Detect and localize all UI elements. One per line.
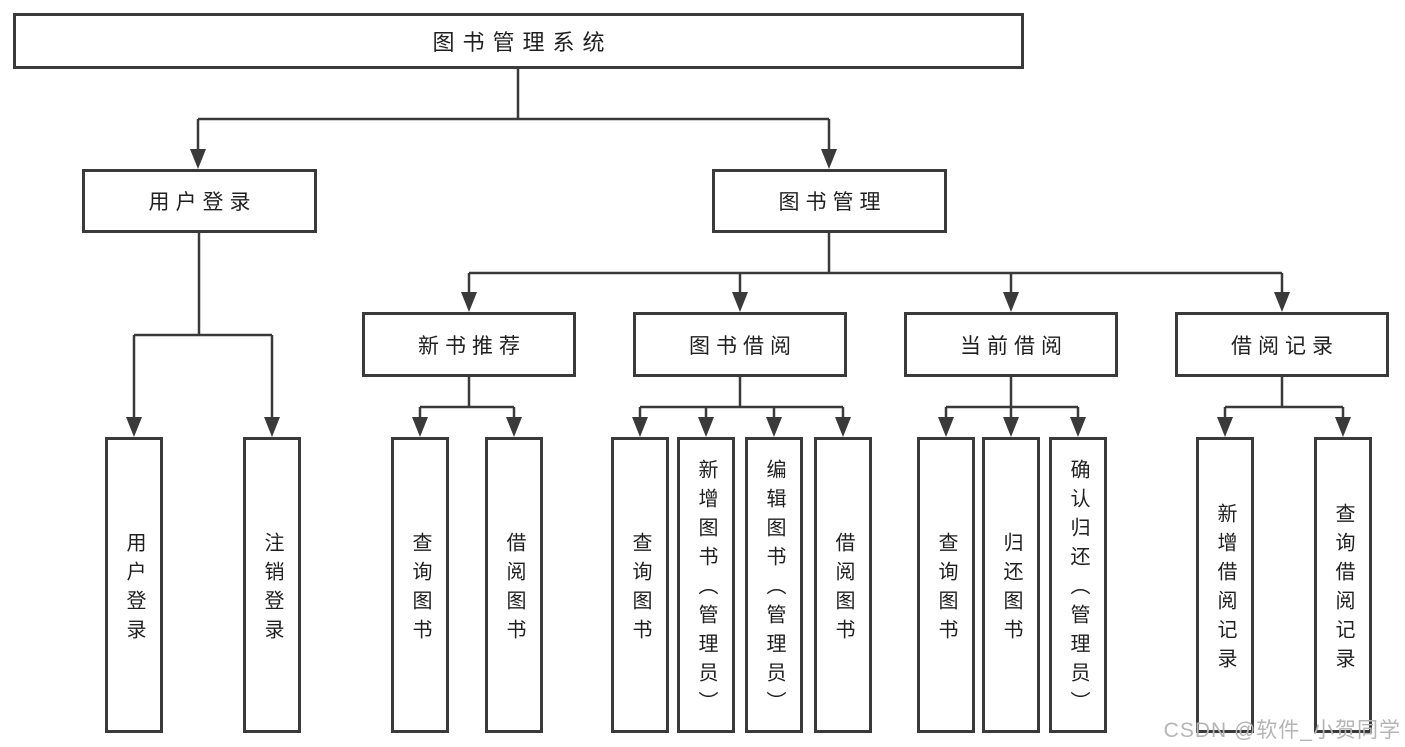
node-label: 查询图书 <box>629 531 651 648</box>
node-label: 借阅图书 <box>503 531 525 648</box>
leaf-current-return-books: 归还图书 <box>982 437 1040 733</box>
leaf-current-confirm-return-admin: 确认归还（管理员） <box>1049 437 1107 733</box>
leaf-borrow-add-books-admin: 新增图书（管理员） <box>677 437 735 733</box>
node-label: 用户登录 <box>148 191 257 214</box>
node-label: 借阅记录 <box>1231 334 1339 358</box>
leaf-borrow-query-books: 查询图书 <box>611 437 669 733</box>
leaf-current-query-books: 查询图书 <box>917 437 975 733</box>
node-label: 图书借阅 <box>689 334 797 358</box>
leaf-records-add-borrow-record: 新增借阅记录 <box>1196 437 1254 733</box>
node-label: 用户登录 <box>123 531 145 648</box>
connector-user-login <box>132 233 274 423</box>
node-library-management-system: 图书管理系统 <box>13 13 1024 69</box>
node-label: 注销登录 <box>261 531 283 648</box>
connector-root <box>196 69 831 153</box>
connector-new-book-recommend <box>418 377 516 423</box>
node-label: 查询图书 <box>409 531 431 648</box>
node-new-book-recommend: 新书推荐 <box>362 312 576 377</box>
node-label: 确认归还（管理员） <box>1067 459 1089 720</box>
node-user-login: 用户登录 <box>82 169 317 233</box>
node-label: 当前借阅 <box>960 334 1068 358</box>
node-label: 归还图书 <box>1000 531 1022 648</box>
node-book-management: 图书管理 <box>712 169 947 233</box>
node-current-borrow: 当前借阅 <box>904 312 1118 377</box>
csdn-watermark: CSDN @软件_小贺同学 <box>1163 719 1401 742</box>
node-label: 图书管理系统 <box>432 30 613 55</box>
leaf-user-login: 用户登录 <box>105 437 163 733</box>
node-label: 新增图书（管理员） <box>695 459 717 720</box>
connector-borrow-records <box>1223 377 1345 423</box>
arrowheads <box>126 149 1351 437</box>
leaf-recommend-query-books: 查询图书 <box>391 437 449 733</box>
node-borrow-records: 借阅记录 <box>1175 312 1389 377</box>
connector-book-management <box>467 233 1284 298</box>
node-label: 图书管理 <box>778 191 887 214</box>
leaf-borrow-borrow-books: 借阅图书 <box>814 437 872 733</box>
leaf-recommend-borrow-books: 借阅图书 <box>485 437 543 733</box>
node-label: 新书推荐 <box>418 334 526 358</box>
leaf-logout: 注销登录 <box>243 437 301 733</box>
connector-current-borrow <box>944 377 1080 423</box>
leaf-borrow-edit-books-admin: 编辑图书（管理员） <box>745 437 803 733</box>
node-label: 新增借阅记录 <box>1214 502 1236 677</box>
node-label: 查询图书 <box>935 531 957 648</box>
connector-book-borrow <box>638 377 845 423</box>
node-label: 查询借阅记录 <box>1332 502 1354 677</box>
leaf-records-query-borrow-record: 查询借阅记录 <box>1314 437 1372 733</box>
node-book-borrow: 图书借阅 <box>633 312 847 377</box>
node-label: 借阅图书 <box>832 531 854 648</box>
node-label: 编辑图书（管理员） <box>763 459 785 720</box>
